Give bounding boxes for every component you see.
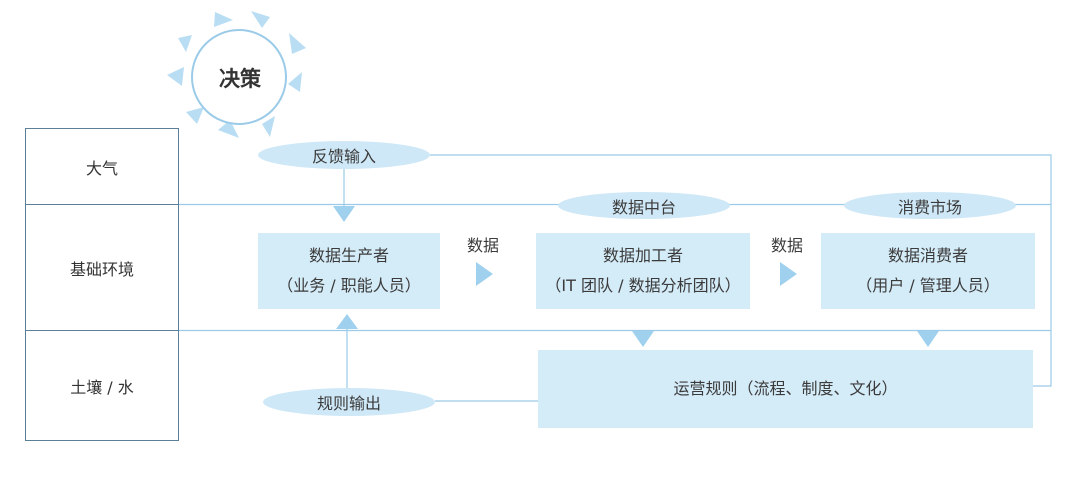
data-processor-subtitle: （IT 团队 / 数据分析团队） xyxy=(545,276,741,295)
data-producer-box: 数据生产者 （业务 / 职能人员） xyxy=(258,233,440,309)
arrow-down-consumer xyxy=(917,331,939,347)
operations-rules-box: 运营规则（流程、制度、文化） xyxy=(538,350,1033,428)
data-producer-title: 数据生产者 xyxy=(308,246,389,265)
data-consumer-subtitle: （用户 / 管理人员） xyxy=(856,276,1000,295)
sun-circle xyxy=(191,29,287,125)
row-frame xyxy=(25,128,179,441)
sun-rays xyxy=(167,11,306,138)
operations-rules-title: 运营规则（流程、制度、文化） xyxy=(673,379,898,398)
row-label-soil-water: 土壤 / 水 xyxy=(70,377,134,397)
row-label-atmosphere: 大气 xyxy=(85,158,118,178)
data-processor-box: 数据加工者 （IT 团队 / 数据分析团队） xyxy=(536,233,750,309)
rules-output-ellipse: 规则输出 xyxy=(263,388,435,416)
flow-label-data-1: 数据 xyxy=(466,236,499,255)
arrow-down-processor xyxy=(632,331,654,347)
consumer-market-ellipse: 消费市场 xyxy=(844,192,1016,219)
data-consumer-box: 数据消费者 （用户 / 管理人员） xyxy=(821,233,1035,309)
row-label-infrastructure: 基础环境 xyxy=(69,259,134,279)
data-consumer-title: 数据消费者 xyxy=(887,246,968,265)
flow-arrows xyxy=(333,206,939,347)
arrow-up-rules xyxy=(336,314,358,329)
data-producer-subtitle: （业务 / 职能人员） xyxy=(277,276,421,295)
feedback-input-ellipse: 反馈输入 xyxy=(258,141,430,169)
data-platform-ellipse: 数据中台 xyxy=(558,192,730,219)
arrow-down-feedback xyxy=(333,206,355,222)
arrow-right-processor xyxy=(780,262,797,286)
arrow-right-producer xyxy=(476,262,493,286)
flow-label-data-2: 数据 xyxy=(770,236,803,255)
data-processor-title: 数据加工者 xyxy=(602,246,683,265)
decision-label: 决策 xyxy=(219,67,261,91)
